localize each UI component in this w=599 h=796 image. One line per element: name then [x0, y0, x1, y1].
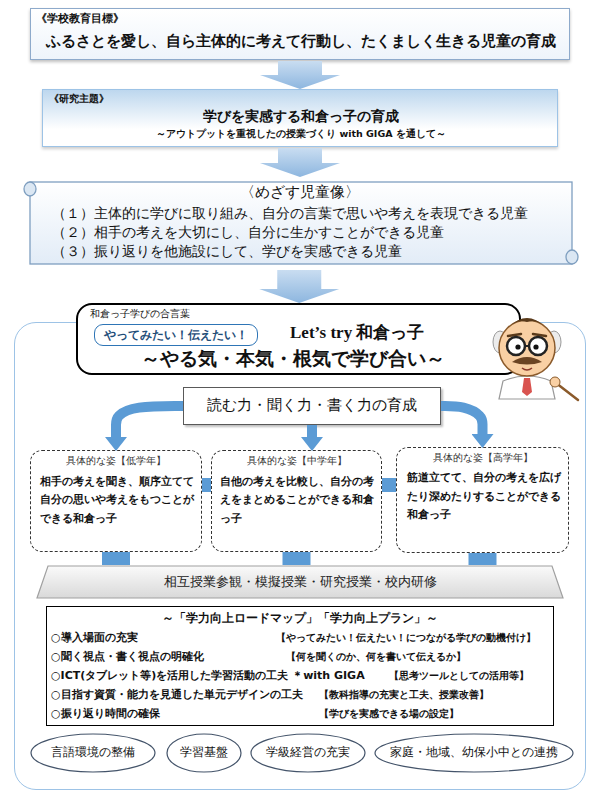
curved-arrow — [116, 406, 183, 437]
eyebrow — [508, 334, 521, 336]
scroll-curl — [24, 182, 36, 196]
hand — [550, 377, 560, 387]
block-arrow — [259, 270, 339, 303]
necktie — [522, 378, 532, 396]
grade-box: 具体的な姿【高学年】筋道立てて、自分の考えを広げたり深めたりすることができる和倉… — [396, 447, 569, 553]
motto-text: Let’s try 和倉っ子 — [290, 322, 424, 343]
frame-box: やってみたい！伝えたい！和倉っ子学びの合言葉Let’s try 和倉っ子～やる気… — [14, 322, 586, 790]
plan-note: 【教科指導の充実と工夫、授業改善】 — [319, 689, 489, 702]
ability-text: 読む力・聞く力・書く力の育成 — [184, 396, 440, 415]
link-bar — [283, 552, 311, 565]
base-oval: 学級経営の充実 — [250, 733, 366, 773]
theme-title: 学びを実感する和倉っ子の育成 — [43, 108, 559, 125]
hair-side — [493, 331, 507, 353]
scroll-banner: 〈めざす児童像〉 （１）主体的に学びに取り組み、自分の言葉で思いや考えを表現できる… — [20, 177, 580, 269]
block-arrow — [260, 148, 340, 177]
grade-heading: 具体的な姿【中学年】 — [212, 455, 381, 467]
grade-box: 具体的な姿【中学年】自他の考えを比較し、自分の考えをまとめることができる和倉っ子 — [211, 450, 382, 552]
section-label: 《学校教育目標》 — [36, 12, 124, 25]
theme-box: 《研究主題》学びを実感する和倉っ子の育成 ～アウトプットを重視したの授業づくり w… — [42, 89, 558, 147]
plan-box: ～「学力向上ロードマップ」「学力向上プラン」～ ○導入場面の充実 【やってみたい！伝… — [46, 606, 554, 726]
block-arrow — [260, 61, 340, 89]
motto-pill: やってみたい！伝えたい！ — [94, 324, 258, 346]
grade-text: 筋道立てて、自分の考えを広げたり深めたりすることができる和倉っ子 — [407, 469, 561, 525]
oval-shape — [251, 734, 365, 772]
plan-item: ○目指す資質・能力を見通した単元デザインの工夫 — [51, 688, 303, 702]
goal-text: ふるさとを愛し、自ら主体的に考えて行動し、たくましく生きる児童の育成 — [31, 32, 571, 50]
plan-heading: ～「学力向上ロードマップ」「学力向上プラン」～ — [47, 611, 553, 625]
pupil — [533, 344, 538, 349]
pupil — [515, 344, 520, 349]
oval-shape — [167, 734, 241, 772]
glasses-bridge — [525, 345, 529, 347]
oval-shape — [375, 734, 573, 772]
motto-phrase: やってみたい！伝えたい！ — [95, 328, 256, 342]
glasses — [507, 337, 525, 355]
coat — [499, 376, 555, 399]
glasses — [529, 337, 547, 355]
oval-text: 学習基盤 — [166, 745, 242, 760]
theme-subtitle: ～アウトプットを重視したの授業づくり with GIGA を通して～ — [43, 128, 559, 140]
plan-item: ○ICT(タブレット等)を活用した学習活動の工夫 ＊with GIGA — [51, 669, 365, 683]
plan-note: 【やってみたい！伝えたい！につながる学びの動機付け】 — [276, 632, 536, 645]
band-shape — [37, 566, 563, 598]
motto-slogan: ～やる気・本気・根気で学び合い～ — [98, 347, 488, 371]
plan-note: 【思考ツールとしての活用等】 — [389, 670, 529, 683]
oval-text: 学級経営の充実 — [250, 745, 366, 760]
mouth — [522, 368, 532, 370]
grade-text: 自他の考えを比較し、自分の考えをまとめることができる和倉っ子 — [220, 472, 380, 527]
curved-arrow — [441, 406, 483, 434]
plan-item: ○聞く視点・書く視点の明確化 — [51, 650, 204, 664]
link-bar — [469, 553, 497, 565]
grade-box: 具体的な姿【低学年】相手の考えを聞き、順序立てて自分の思いや考えをもつことができ… — [30, 450, 202, 552]
goal-box: 《学校教育目標》ふるさとを愛し、自ら主体的に考えて行動し、たくましく生きる児童の… — [30, 8, 570, 60]
mustache — [512, 357, 542, 365]
callout-label: 和倉っ子学びの合言葉 — [90, 308, 190, 320]
eyebrow — [533, 334, 546, 336]
pointer-stick — [556, 383, 578, 400]
oval-text: 言語環境の整備 — [30, 745, 156, 760]
plan-item: ○導入場面の充実 — [51, 631, 138, 645]
ability-box: 読む力・聞く力・書く力の育成 — [183, 387, 441, 425]
link-bar — [202, 478, 211, 492]
base-oval: 家庭・地域、幼保小中との連携 — [374, 733, 574, 773]
hair-top — [509, 318, 545, 327]
grade-text: 相手の考えを聞き、順序立てて自分の思いや考えをもつことができる和倉っ子 — [40, 472, 196, 527]
list-item: （３）振り返りを他施設にして、学びを実感できる児童 — [52, 243, 402, 260]
hair-side — [547, 331, 561, 353]
section-label: 《研究主題》 — [49, 93, 109, 106]
band-text: 相互授業参観・模擬授業・研究授業・校内研修 — [36, 574, 564, 590]
oval-shape — [31, 734, 155, 772]
scroll-curl — [566, 250, 578, 264]
link-bar — [102, 552, 130, 565]
link-bar — [382, 478, 396, 492]
down-arrow — [307, 425, 317, 437]
base-oval: 学習基盤 — [166, 733, 242, 773]
grade-heading: 具体的な姿【高学年】 — [397, 452, 568, 464]
ribbon-band: 相互授業参観・模擬授業・研究授業・校内研修 — [36, 565, 564, 599]
plan-item: ○振り返り時間の確保 — [51, 707, 160, 721]
oval-text: 家庭・地域、幼保小中との連携 — [374, 745, 574, 760]
grade-heading: 具体的な姿【低学年】 — [31, 455, 201, 467]
plan-note: 【何を聞くのか、何を書いて伝えるか】 — [286, 651, 466, 664]
plan-note: 【学びを実感できる場の設定】 — [319, 708, 459, 721]
motto-callout: やってみたい！伝えたい！ 和倉っ子学びの合言葉 Let’s try 和倉っ子 ～やる気… — [76, 303, 521, 375]
section-heading: 〈めざす児童像〉 — [20, 183, 580, 202]
list-item: （１）主体的に学びに取り組み、自分の言葉で思いや考えを表現できる児童 — [52, 205, 528, 222]
list-item: （２）相手の考えを大切にし、自分に生かすことができる児童 — [52, 224, 444, 241]
face — [499, 320, 555, 376]
base-oval: 言語環境の整備 — [30, 733, 156, 773]
